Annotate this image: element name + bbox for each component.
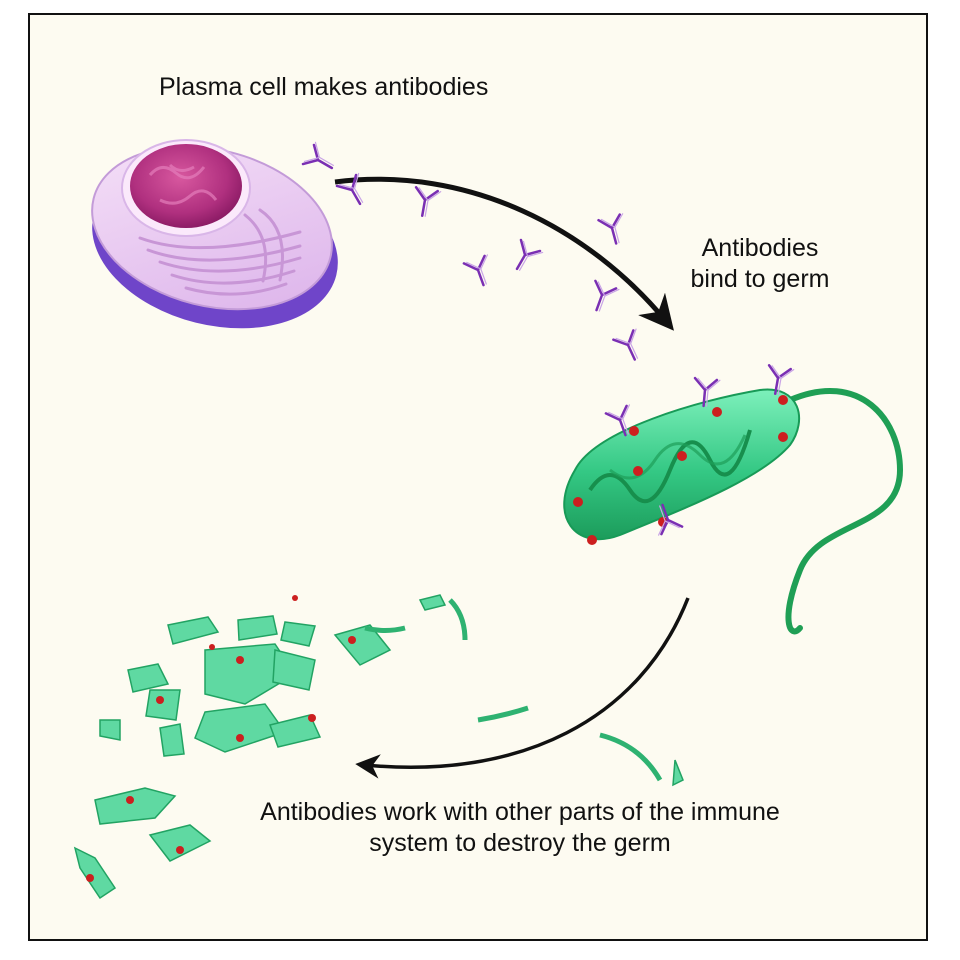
plasma-cell-icon: [91, 139, 338, 329]
germ-fragment-icon: [86, 595, 356, 882]
bacterium-icon: [563, 364, 904, 635]
destroy-germ-label: Antibodies work with other parts of the …: [260, 798, 780, 857]
curved-arrow-icon: [334, 176, 674, 331]
curved-arrow-icon: [355, 597, 690, 779]
plasma-cell-label: Plasma cell makes antibodies: [159, 73, 489, 101]
antibodies-bind-label: Antibodies bind to germ: [690, 234, 830, 293]
germ-fragment-icon: [73, 594, 684, 900]
